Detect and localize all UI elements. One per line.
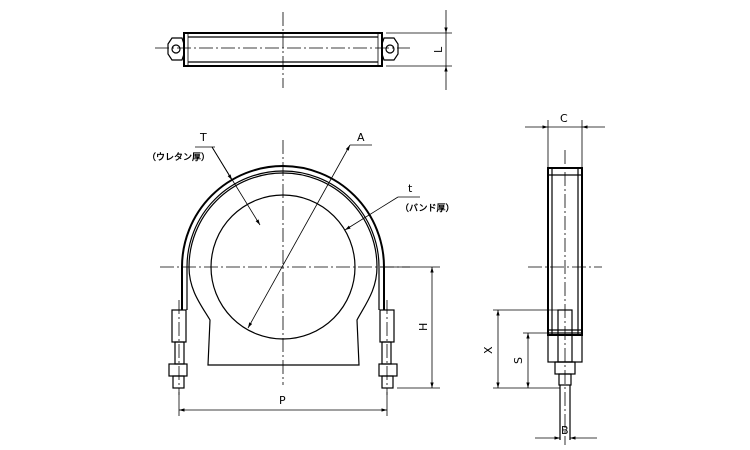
dim-H-label: H [417, 323, 430, 331]
front-view: A T （ウレタン厚） t （バンド厚） H P [147, 131, 454, 416]
top-view: L [155, 10, 452, 90]
dim-P-label: P [279, 394, 286, 407]
dim-T-label: T [199, 131, 207, 144]
band-thickness-note: （バンド厚） [400, 203, 454, 214]
dim-A-label: A [357, 131, 365, 144]
dim-t-label: t [408, 182, 413, 195]
dim-B-label: B [561, 424, 569, 437]
dim-X-label: X [482, 346, 495, 354]
urethane-thickness-note: （ウレタン厚） [147, 151, 210, 163]
dim-C-label: C [560, 112, 568, 125]
dim-L-label: L [432, 46, 445, 53]
side-view: C X S B [482, 112, 605, 445]
dim-S-label: S [512, 357, 525, 364]
